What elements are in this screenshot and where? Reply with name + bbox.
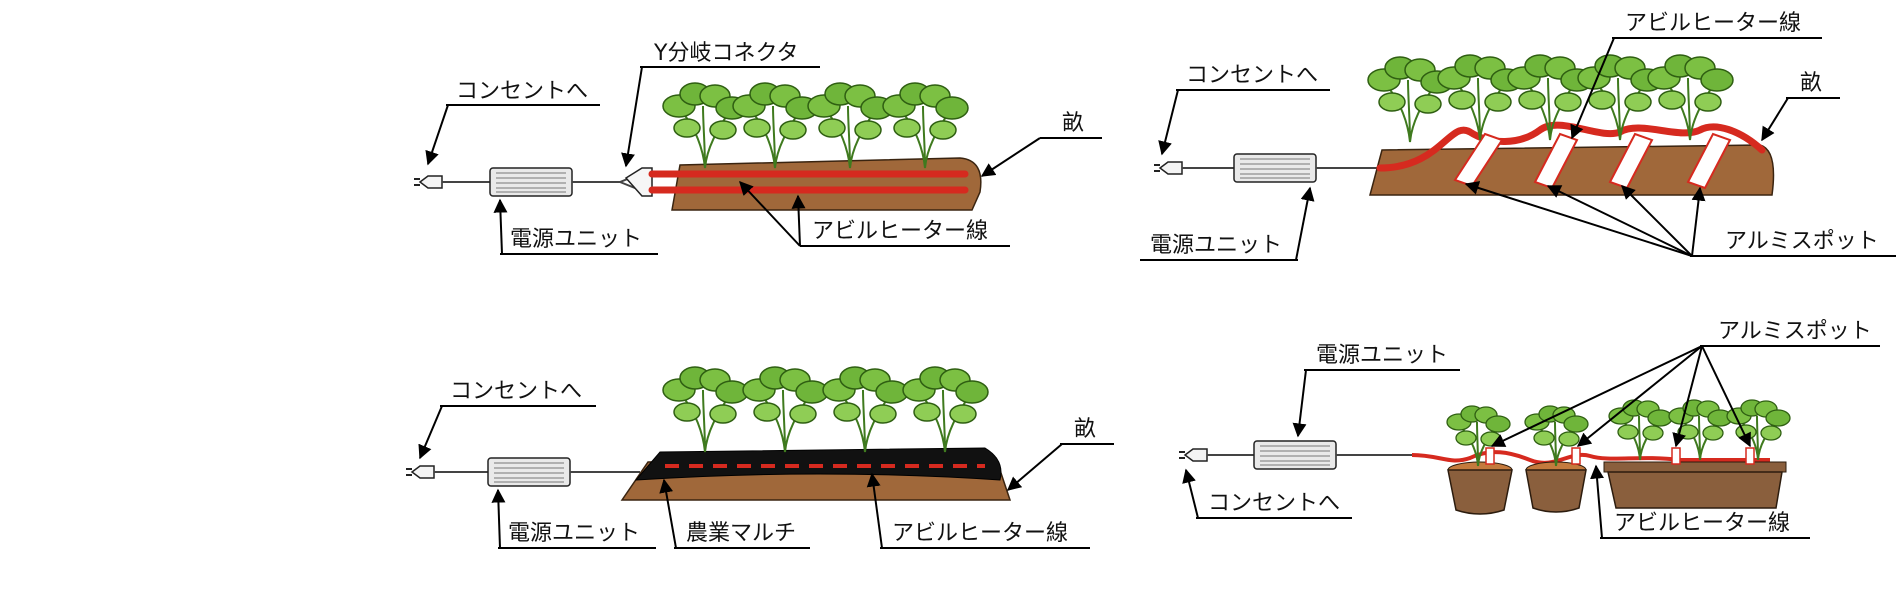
label-ridge: 畝 [1062,111,1084,136]
leader-arrow [791,194,806,247]
leader-arrow [1590,464,1605,539]
panel-mulch: コンセントへ 畝 電源ユニット 農業マルチ アビルヒーター線 [405,366,1114,549]
planter-box [1603,461,1787,509]
plug-icon [1178,448,1208,462]
label-y-connector: Y分岐コネクタ [653,41,799,66]
label-heater: アビルヒーター線 [892,521,1068,546]
ridge-shape [671,157,982,211]
leader-arrow [425,104,449,166]
leader-arrow [1701,345,1751,448]
plant-icon [1437,54,1524,141]
panel-ridge-aluminum-pot: コンセントへ アビルヒーター線 畝 電源ユニット アルミスポット [1140,11,1896,261]
power-unit-icon [1253,440,1337,470]
label-heater: アビルヒーター線 [1614,511,1790,536]
plant-icon [1446,405,1511,467]
plug-icon [413,175,443,189]
power-unit-icon [489,167,573,197]
leader-arrow [866,472,883,549]
leader-arrow [418,405,443,460]
label-mulch: 農業マルチ [686,521,796,546]
aluminum-pots [1453,132,1732,190]
leader-arrow [1761,97,1789,142]
leader-arrow [1691,186,1706,257]
plant-icon [732,82,819,169]
planter-pot [1447,461,1513,515]
power-unit-icon [487,457,571,487]
plant-icon [1367,56,1454,143]
plant-icon [807,82,894,169]
leader-arrow [1158,89,1179,156]
leader-arrow [1546,185,1693,257]
leader-arrow [1006,443,1063,491]
leader-arrow [739,180,801,247]
label-outlet: コンセントへ [456,79,588,104]
label-power-unit: 電源ユニット [1316,343,1448,368]
leader-arrow [1490,345,1703,447]
leader-arrow [1576,345,1703,447]
plant-icon [822,366,909,453]
label-power-unit: 電源ユニット [510,227,642,252]
plant-icon [742,366,829,453]
plug-icon [1153,161,1183,175]
leader-arrow [1570,37,1615,140]
label-heater: アビルヒーター線 [1625,11,1801,36]
plant-icon [882,82,969,169]
label-ridge: 畝 [1074,417,1096,442]
label-power-unit: 電源ユニット [1150,233,1282,258]
panel-ridge-tube: コンセントへ Y分岐コネクタ 畝 アビルヒーター線 電源ユニット [413,41,1102,255]
label-ridge: 畝 [1800,71,1822,96]
planter-pot [1525,461,1587,513]
plant-icon [662,82,749,169]
leader-arrow [1295,186,1315,261]
label-outlet: コンセントへ [1186,63,1318,88]
plant-icon [902,366,989,453]
label-aluminum-pot: アルミスポット [1718,319,1872,344]
label-heater: アビルヒーター線 [812,219,988,244]
panel-planters: 電源ユニット アルミスポット コンセントへ アビルヒーター線 [1178,319,1880,539]
leader-arrow [1292,369,1307,438]
leader-arrow [1182,468,1199,519]
label-aluminum-pot: アルミスポット [1725,229,1879,254]
leader-arrow [491,488,506,549]
leader-arrow [1621,185,1693,257]
leader-arrow [1464,181,1693,257]
aluminum-pots [1485,447,1755,465]
label-outlet: コンセントへ [450,379,582,404]
plant-icon [1726,399,1791,461]
leader-arrow [980,137,1041,177]
leader-arrow [621,66,643,168]
power-unit-icon [1233,153,1317,183]
plant-icon [662,366,749,453]
plug-icon [405,465,435,479]
label-power-unit: 電源ユニット [508,521,640,546]
leader-arrow [1672,345,1703,448]
leader-arrow [493,198,508,255]
plant-icon [1608,399,1673,461]
y-connector-icon [624,167,653,197]
label-outlet: コンセントへ [1208,491,1340,516]
heater-wire [1411,450,1770,465]
leader-arrow [659,478,677,549]
